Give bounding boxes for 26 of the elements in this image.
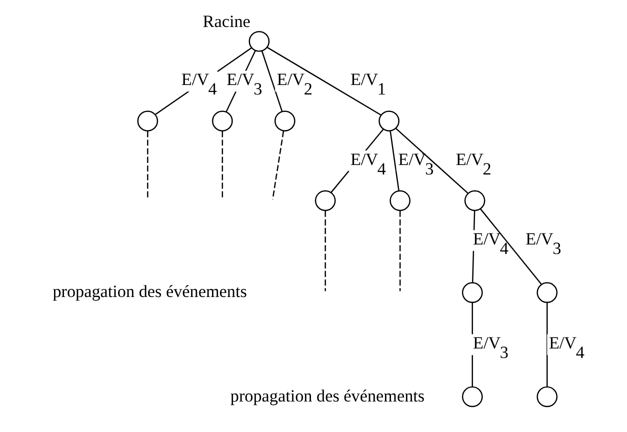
connector (480, 208, 542, 285)
node-label: Racine (202, 12, 250, 31)
node-circle (536, 386, 558, 408)
label: propagation des événements (230, 386, 424, 406)
connector (154, 47, 252, 115)
connector (266, 46, 381, 116)
node-circle (136, 110, 158, 132)
node-circle (314, 190, 336, 212)
node-circle (274, 110, 295, 132)
node-circle (212, 110, 232, 132)
connector (324, 210, 326, 292)
connector (260, 50, 282, 112)
node-circle (461, 282, 482, 303)
connector (272, 131, 284, 200)
connector (398, 210, 400, 292)
label: propagation des événements (52, 282, 246, 302)
connector (389, 131, 399, 191)
node-circle (378, 110, 399, 132)
connector (546, 302, 548, 387)
node-circle (248, 30, 270, 52)
node-circle (464, 190, 485, 212)
node-circle (389, 190, 410, 212)
node-circle (536, 282, 558, 303)
connector (146, 131, 148, 200)
connector (221, 131, 223, 200)
node-circle (461, 386, 482, 408)
